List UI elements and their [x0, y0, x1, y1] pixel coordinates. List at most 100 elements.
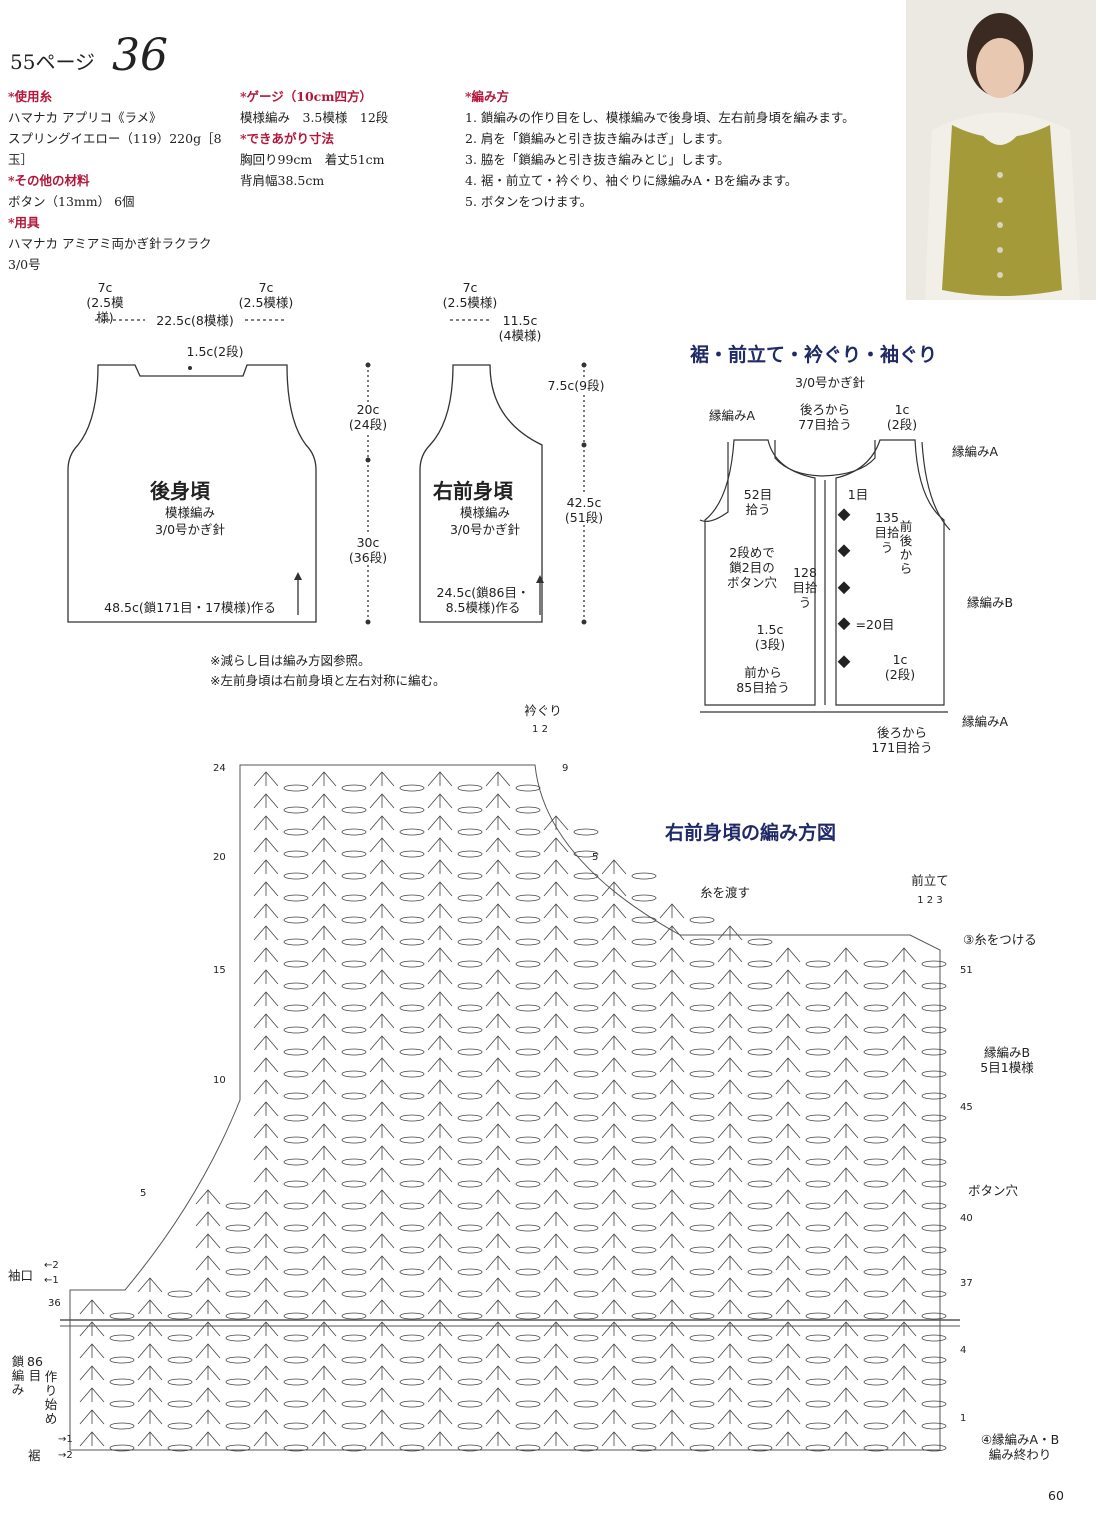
collar-nums: 1 2: [532, 724, 548, 735]
finished-size-line: 背肩幅38.5cm: [240, 173, 325, 188]
instruction-step: 3. 脇を「鎖編みと引き抜き編みとじ」します。: [465, 152, 730, 167]
edge-a-label: 縁編みA: [951, 444, 999, 459]
row-label: 5: [592, 852, 599, 863]
back-top-right-dim: 7c(2.5模様): [238, 280, 294, 310]
instruction-step: 4. 裾・前立て・衿ぐり、袖ぐりに縁編みA・Bを編みます。: [465, 173, 798, 188]
back-hook: 3/0号かぎ針: [154, 522, 226, 537]
hem-label: 裾: [28, 1448, 41, 1463]
gauge-line: 模様編み 3.5模様 12段: [240, 110, 389, 125]
front-base-dim: 24.5c(鎖86目・8.5模様)作る: [428, 585, 538, 615]
row-label: 20: [213, 852, 226, 863]
row-label: 15: [213, 965, 226, 976]
front-piece-outline: [419, 364, 543, 623]
row-label: 36: [48, 1298, 61, 1309]
attach-yarn-label: ③糸をつける: [963, 932, 1037, 947]
edging-hook: 3/0号かぎ針: [794, 375, 866, 390]
back-armhole-dim: 20c(24段): [340, 402, 396, 432]
start-begin-label: 作り始め: [44, 1369, 58, 1426]
buttonhole-label: 2段めで鎖2目のボタン穴: [726, 545, 777, 590]
first-stitch-label: 1目: [847, 487, 869, 502]
yarn-line: スプリングイエロー（119）220g［8玉］: [8, 131, 222, 167]
back-body-dim: 30c(36段): [340, 535, 396, 565]
one-c-bot-label: 1c(2段): [884, 652, 916, 682]
row-label: 51: [960, 965, 973, 976]
tools-line: 3/0号: [8, 257, 41, 272]
front-total-dim: 42.5c(51段): [556, 495, 612, 525]
front-piece-title: 右前身頃: [433, 479, 513, 503]
back-neck-depth: 1.5c(2段): [186, 344, 244, 359]
row-label: 40: [960, 1213, 973, 1224]
chart-title: 右前身頃の編み方図: [665, 822, 837, 844]
hem-row: →1: [58, 1434, 73, 1445]
gauge-block: *ゲージ（10cm四方） 模様編み 3.5模様 12段 *できあがり寸法 胸回り…: [240, 86, 450, 191]
back-base-dim: 48.5c(鎖171目・17模様)作る: [90, 600, 290, 615]
note: ※左前身頃は右前身頃と左右対称に編む。: [210, 673, 446, 688]
edge-a-label: 縁編みA: [708, 408, 756, 423]
note: ※減らし目は編み方図参照。: [210, 653, 371, 668]
pass-yarn-label: 糸を渡す: [699, 885, 750, 900]
start-count-label: 86目: [27, 1354, 43, 1383]
pick-52-label: 52目拾う: [743, 487, 773, 517]
front-top-right-dim: 11.5c(4模様): [490, 313, 550, 343]
front-band-nums: 1 2 3: [917, 895, 943, 906]
instructions-heading: *編み方: [465, 89, 510, 104]
row-label: 9: [562, 763, 569, 774]
edge-a-label: 縁編みA: [961, 714, 1009, 729]
tools-heading: *用具: [8, 215, 40, 230]
row-label: 10: [213, 1075, 226, 1086]
instruction-step: 5. ボタンをつけます。: [465, 194, 593, 209]
row-label: 37: [960, 1278, 973, 1289]
start-chain-label: 鎖編み: [11, 1354, 25, 1397]
page-number: 60: [1048, 1488, 1064, 1503]
pick-135-label: 135目拾う: [874, 510, 900, 555]
chart-outline: [69, 764, 941, 1451]
edging-title: 裾・前立て・衿ぐり・袖ぐり: [690, 344, 938, 366]
back-top-center-dim: 22.5c(8模様): [145, 313, 245, 328]
one5c-label: 1.5c(3段): [754, 622, 786, 652]
instruction-step: 1. 鎖編みの作り目をし、模様編みで後身頃、左右前身頃を編みます。: [465, 110, 855, 125]
sleeve-row: ←2: [44, 1260, 59, 1271]
collar-label: 衿ぐり: [524, 703, 562, 718]
finished-size-line: 胸回り99cm 着丈51cm: [240, 152, 385, 167]
back-piece-title: 後身頃: [150, 479, 210, 503]
one-c-top-label: 1c(2段): [886, 402, 918, 432]
gauge-heading: *ゲージ（10cm四方）: [240, 89, 373, 104]
front-hook: 3/0号かぎ針: [449, 522, 521, 537]
row-label: 45: [960, 1102, 973, 1113]
front-top-left-dim: 7c(2.5模様): [442, 280, 498, 310]
sleeve-label: 袖口: [8, 1268, 34, 1283]
front-neck-depth: 7.5c(9段): [535, 378, 617, 393]
sleeve-row: ←1: [44, 1275, 59, 1286]
pattern-number: 36: [112, 30, 168, 81]
back-stitch: 模様編み: [164, 505, 215, 520]
yarn-line: ハマナカ アプリコ《ラメ》: [8, 110, 162, 125]
instructions-block: *編み方 1. 鎖編みの作り目をし、模様編みで後身頃、左右前身頃を編みます。 2…: [465, 86, 905, 212]
instruction-step: 2. 肩を「鎖編みと引き抜き編みはぎ」します。: [465, 131, 730, 146]
front-back-label: 前後から: [899, 519, 913, 576]
finished-size-heading: *できあがり寸法: [240, 131, 335, 146]
edge-b-label: 縁編みB: [966, 595, 1014, 610]
row-label: 5: [140, 1188, 147, 1199]
back-piece-outline: [67, 364, 317, 623]
buttonhole-chart-label: ボタン穴: [968, 1183, 1019, 1198]
tools-line: ハマナカ アミアミ両かぎ針ラクラク: [8, 236, 212, 251]
row-label: 4: [960, 1345, 967, 1356]
materials-block: *使用糸 ハマナカ アプリコ《ラメ》 スプリングイエロー（119）220g［8玉…: [8, 86, 233, 275]
hem-row: →2: [58, 1450, 73, 1461]
other-materials-line: ボタン（13mm） 6個: [8, 194, 135, 209]
yarn-heading: *使用糸: [8, 89, 53, 104]
row-label: 24: [213, 763, 226, 774]
other-materials-heading: *その他の材料: [8, 173, 90, 188]
front-band-label: 前立て: [911, 873, 949, 888]
pick-128-label: 128目拾う: [792, 565, 818, 610]
eq-20-label: =20目: [855, 617, 895, 632]
front-stitch: 模様編み: [459, 505, 510, 520]
back-top-left-dim: 7c(2.5模様): [86, 280, 124, 325]
row-label: 1: [960, 1413, 967, 1424]
